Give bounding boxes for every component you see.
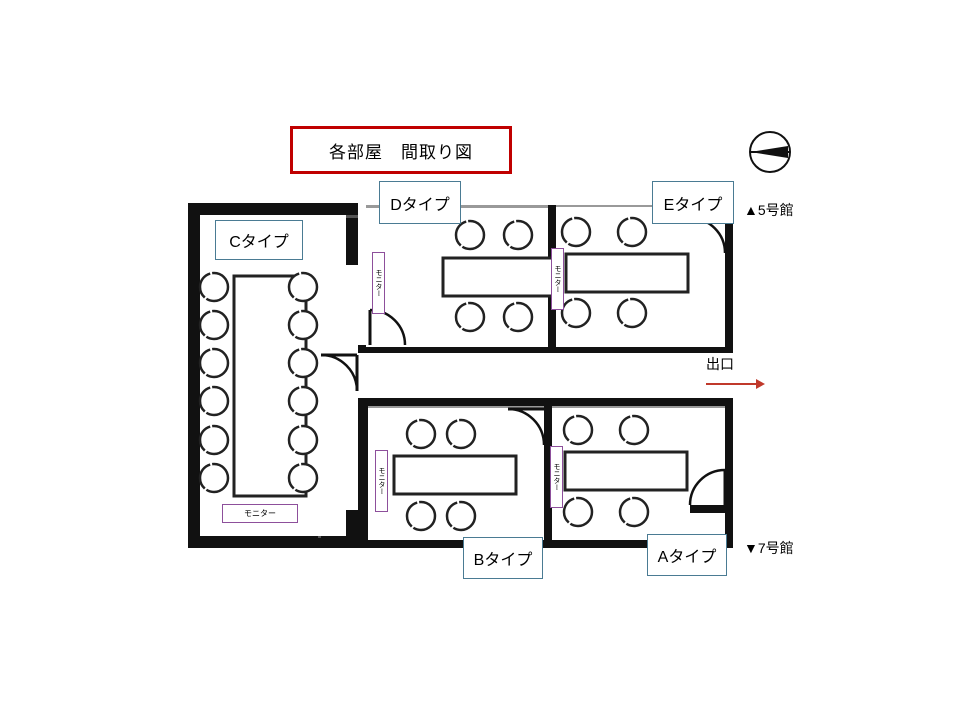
chair-e-b2: [616, 297, 648, 329]
chair-c-l3: [198, 347, 230, 379]
chair-c-r6: [287, 462, 319, 494]
chair-e-b1: [560, 297, 592, 329]
chair-c-l6: [198, 462, 230, 494]
wall-corridor-top: [358, 345, 733, 353]
wall-b-bottom: [368, 540, 552, 548]
door-b-swing: [507, 407, 546, 446]
chair-c-l2: [198, 309, 230, 341]
compass-rose-icon: [746, 128, 794, 176]
monitor-label-a: モニター: [550, 446, 563, 508]
door-a-sill: [690, 505, 733, 513]
room-label-d[interactable]: Dタイプ: [379, 181, 461, 224]
wall-c-left: [188, 203, 200, 548]
monitor-label-d: モニター: [372, 252, 385, 314]
room-label-c-text: Cタイプ: [229, 234, 289, 251]
chair-a-t2: [618, 414, 650, 446]
chair-c-l5: [198, 424, 230, 456]
chair-c-l4: [198, 385, 230, 417]
right-arrow-icon: [706, 379, 765, 389]
room-label-d-text: Dタイプ: [390, 196, 450, 214]
building-marker-bottom: ▼7号館: [744, 540, 794, 556]
wall-b-right: [544, 406, 552, 548]
room-label-a-text: Aタイプ: [657, 549, 717, 566]
chair-c-r3: [287, 347, 319, 379]
chair-c-r4: [287, 385, 319, 417]
corridor-gap-left: [346, 265, 358, 347]
monitor-label-e: モニター: [551, 248, 564, 310]
chair-b-t2: [445, 418, 477, 450]
wall-e-top: [556, 205, 733, 208]
chair-b-b2: [445, 500, 477, 532]
monitor-label-e-text: モニター: [554, 265, 561, 293]
room-label-c[interactable]: Cタイプ: [215, 220, 303, 260]
table-d: [441, 256, 567, 298]
wall-corridor-bottom: [358, 398, 733, 406]
chair-d-t1: [454, 219, 486, 251]
chair-a-b2: [618, 496, 650, 528]
door-a-swing: [688, 468, 726, 506]
table-a: [563, 450, 689, 492]
wall-c-right-upper: [346, 203, 358, 265]
room-label-b[interactable]: Bタイプ: [463, 537, 543, 579]
chair-d-b2: [502, 301, 534, 333]
wall-a-bottom: [552, 540, 733, 548]
room-label-b-text: Bタイプ: [473, 552, 533, 569]
monitor-label-b-text: モニター: [378, 467, 385, 495]
chair-b-b1: [405, 500, 437, 532]
chair-d-t2: [502, 219, 534, 251]
wall-a-right: [725, 406, 733, 548]
chair-b-t1: [405, 418, 437, 450]
chair-a-t1: [562, 414, 594, 446]
chair-c-r2: [287, 309, 319, 341]
chair-e-t1: [560, 216, 592, 248]
building-marker-top: ▲5号館: [744, 202, 794, 218]
wall-b-top: [368, 406, 552, 409]
table-c: [232, 274, 308, 498]
room-label-e-text: Eタイプ: [663, 196, 723, 214]
chair-e-t2: [616, 216, 648, 248]
wall-a-top: [552, 406, 733, 409]
monitor-label-c: モニター: [222, 504, 298, 523]
exit-label: 出口: [706, 356, 734, 372]
page-title: 各部屋 間取り図: [290, 126, 512, 174]
chair-c-l1: [198, 271, 230, 303]
room-label-a[interactable]: Aタイプ: [647, 534, 727, 576]
wall-c-top: [188, 203, 358, 215]
wall-c-bottom: [188, 536, 358, 548]
chair-c-r1: [287, 271, 319, 303]
monitor-label-b: モニター: [375, 450, 388, 512]
monitor-label-d-text: モニター: [375, 269, 382, 297]
wall-lower-left-outer: [358, 406, 368, 548]
monitor-label-a-text: モニター: [553, 463, 560, 491]
table-b: [392, 454, 518, 496]
monitor-label-c-text: モニター: [244, 509, 276, 518]
table-e: [564, 252, 690, 294]
chair-d-b1: [454, 301, 486, 333]
corridor-floor: [366, 353, 733, 398]
room-label-e[interactable]: Eタイプ: [652, 181, 734, 224]
page-title-text: 各部屋 間取り図: [329, 142, 473, 162]
exit-indicator: 出口: [706, 354, 766, 391]
chair-c-r5: [287, 424, 319, 456]
wall-e-right: [725, 205, 733, 347]
chair-a-b1: [562, 496, 594, 528]
